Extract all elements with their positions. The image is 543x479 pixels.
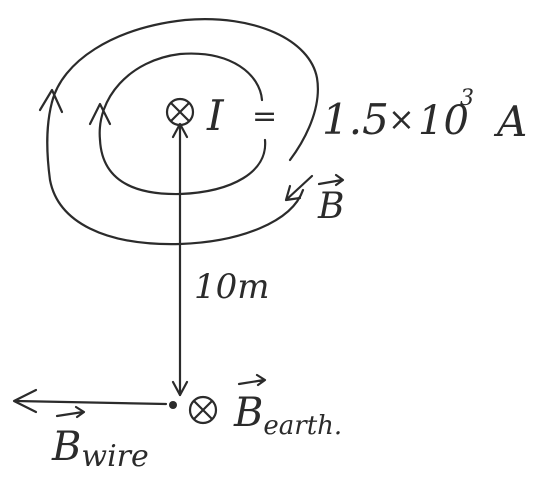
b-wire-label: Bwire (51, 424, 149, 474)
distance-arrow-top (171, 122, 189, 139)
current-symbol: I (206, 91, 225, 140)
outer-loop-arrowhead (38, 88, 64, 114)
wire-x-mark (169, 101, 191, 123)
current-value: 1.5 (322, 95, 389, 144)
b-wire-arrowhead (12, 388, 38, 414)
earth-x-mark (192, 399, 214, 421)
distance-arrow-bottom (171, 380, 189, 397)
outer-field-loop-lower (46, 100, 305, 246)
b-field-vector-mark (317, 173, 345, 187)
current-unit: A (493, 97, 527, 146)
power-exponent: 3 (460, 86, 474, 111)
b-earth-label: Bearth. (233, 390, 342, 441)
equals-sign: = (252, 99, 277, 134)
inner-field-loop (98, 52, 264, 142)
b-field-label: B (317, 186, 344, 227)
inner-loop-arrowhead (88, 102, 112, 126)
b-earth-vector-mark (237, 373, 267, 387)
inner-field-loop-lower (98, 138, 267, 196)
outer-field-loop (50, 18, 319, 162)
b-field-arrow (284, 174, 314, 202)
point-dot-icon (169, 401, 177, 409)
times-sign: × (388, 100, 415, 138)
b-wire-vector-mark (55, 405, 86, 419)
earth-into-page-icon (188, 395, 218, 425)
power-base: 10 (418, 98, 469, 144)
b-wire-arrow (14, 399, 168, 406)
distance-label: 10m (194, 267, 270, 307)
